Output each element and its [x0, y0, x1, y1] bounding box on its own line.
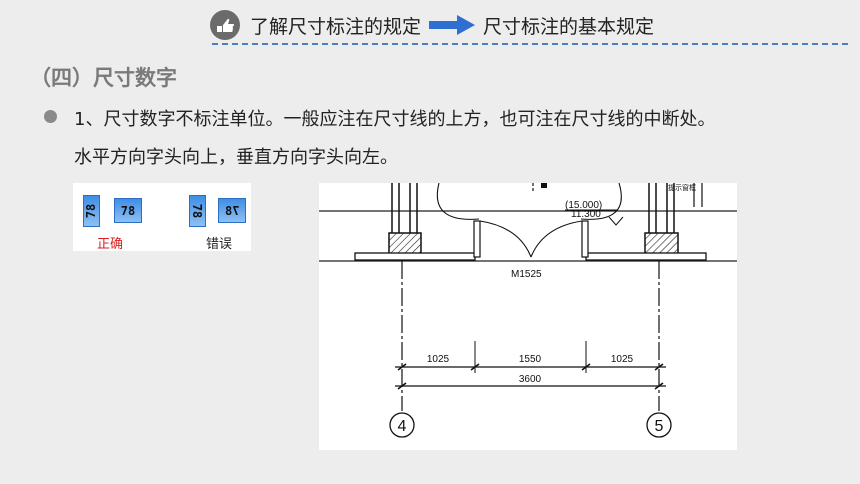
header-divider: [212, 43, 848, 45]
vertical-number-correct: 78: [83, 195, 100, 227]
elevation-label-2: 11.300: [571, 209, 601, 220]
header-breadcrumb: 了解尺寸标注的规定 尺寸标注的基本规定: [210, 8, 850, 42]
axis-number-left: 4: [398, 418, 407, 435]
axis-bubble-right: [646, 412, 672, 438]
arrow-right-icon: [429, 14, 476, 36]
axis-number-right: 5: [655, 418, 664, 435]
dimension-text-3: 1025: [611, 354, 634, 365]
elevation-mark: [608, 216, 624, 226]
dimension-text-1: 1025: [427, 354, 450, 365]
bullet-icon: [44, 110, 57, 123]
marker: [541, 183, 547, 188]
left-wall: [354, 183, 476, 261]
hand-pointer-icon: [210, 10, 240, 40]
axis-bubble-left: [389, 412, 415, 438]
horizontal-number-correct: 78: [114, 198, 142, 223]
vertical-number-wrong: 78: [189, 195, 206, 227]
floor-plan-drawing: 提示窗框 (15.000) 11.300 M1525 1025 1550 102…: [319, 183, 737, 450]
orientation-example-figure: 78 78 78 78 正确 错误: [73, 183, 251, 252]
wrong-label: 错误: [206, 237, 233, 252]
horizontal-number-wrong: 78: [218, 198, 246, 223]
bullet-line-2: 水平方向字头向上，垂直方向字头向左。: [74, 147, 398, 168]
top-note-label: 提示窗框: [668, 183, 696, 192]
right-wall: [585, 183, 707, 261]
dimension-text-2: 1550: [519, 354, 542, 365]
dimension-ticks: [397, 363, 664, 390]
elevation-label-1: (15.000): [565, 200, 602, 211]
correct-label: 正确: [97, 237, 124, 252]
section-title: （四）尺寸数字: [30, 66, 177, 90]
breadcrumb-parent[interactable]: 了解尺寸标注的规定: [250, 15, 422, 38]
double-door: [436, 183, 622, 258]
bullet-text: 1、尺寸数字不标注单位。一般应注在尺寸线的上方，也可注在尺寸线的中断处。 水平方…: [74, 101, 844, 177]
door-code-label: M1525: [511, 269, 542, 280]
bullet-line-1: 1、尺寸数字不标注单位。一般应注在尺寸线的上方，也可注在尺寸线的中断处。: [74, 109, 716, 130]
dimension-text-total: 3600: [519, 374, 542, 385]
breadcrumb-current: 尺寸标注的基本规定: [483, 15, 655, 38]
